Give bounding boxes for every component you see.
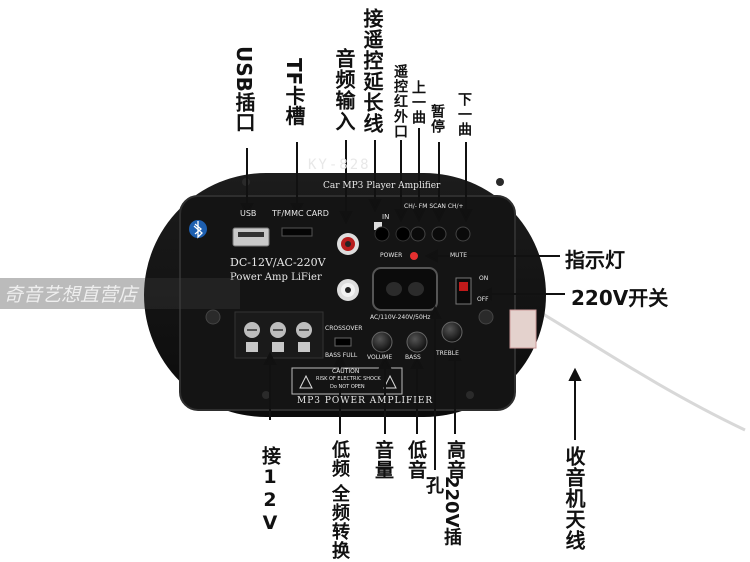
treble-knob [441, 321, 463, 343]
bass-full-silk: BASS FULL [325, 352, 358, 359]
usb-silk: USB [240, 209, 257, 218]
tf-slot [281, 227, 313, 237]
footer-silk: MP3 POWER AMPLIFIER [297, 396, 434, 406]
caution-line-2: Do NOT OPEN [330, 384, 365, 390]
volume-knob [371, 331, 393, 353]
caution-title: CAUTION [332, 368, 360, 375]
label-socket-220: 220V插孔 [423, 476, 462, 546]
ir-window [395, 226, 411, 242]
volume-silk: VOLUME [367, 354, 393, 361]
label-remote-ext: 接遥控延长线 [360, 8, 384, 134]
buttons-silk: CH/- FM SCAN CH/+ [404, 203, 464, 210]
crossover-switch [334, 337, 352, 347]
ac-spec: AC/110V-240V/50Hz [370, 314, 431, 321]
caution-line-1: RISK OF ELECTRIC SHOCK [316, 376, 381, 382]
on-silk: ON [479, 275, 489, 282]
subtitle-label: Car MP3 Player Amplifier [323, 181, 441, 191]
bass-knob [406, 331, 428, 353]
power-spec: DC-12V/AC-220V [230, 256, 326, 269]
label-treble: 高音 [444, 440, 466, 480]
prev-button [410, 226, 426, 242]
label-volume: 音量 [372, 440, 394, 480]
label-ir: 遥控红外口 [392, 64, 408, 139]
watermark: 奇音艺想直营店 [0, 278, 240, 309]
sticker [509, 309, 537, 349]
power-silk: POWER [380, 252, 403, 259]
next-button [455, 226, 471, 242]
ac-socket [372, 267, 438, 311]
label-prev: 上一曲 [410, 80, 426, 125]
label-bass: 低音 [405, 440, 427, 480]
label-12v: 接12V [259, 446, 281, 535]
label-next: 下一曲 [456, 92, 472, 137]
label-audio-in: 音频输入 [332, 48, 356, 132]
mute-silk: MUTE [450, 252, 468, 259]
bass-silk: BASS [405, 354, 421, 361]
label-indicator: 指示灯 [565, 248, 625, 272]
power-led [410, 252, 418, 260]
label-antenna: 收音机天线 [562, 446, 586, 551]
label-tf: TF卡槽 [282, 58, 306, 126]
ir-silk: IN [382, 213, 390, 221]
label-pause: 暂停 [429, 104, 445, 134]
remote-port [374, 226, 390, 242]
model-label: KY-828 [308, 157, 371, 173]
label-bass-full-1: 低频 [329, 440, 350, 478]
pause-button [431, 226, 447, 242]
crossover-silk: CROSSOVER [325, 325, 363, 332]
caution-box [291, 367, 403, 395]
tf-silk: TF/MMC CARD [272, 209, 329, 218]
label-bass-full-2: 全频转换 [329, 484, 350, 560]
treble-silk: TREBLE [436, 350, 459, 357]
pointer-lines [240, 128, 582, 470]
label-switch-220: 220V开关 [571, 286, 669, 310]
amp-name: Power Amp LiFier [230, 272, 322, 283]
label-usb: USB插口 [232, 46, 256, 132]
off-silk: OFF [477, 296, 489, 303]
